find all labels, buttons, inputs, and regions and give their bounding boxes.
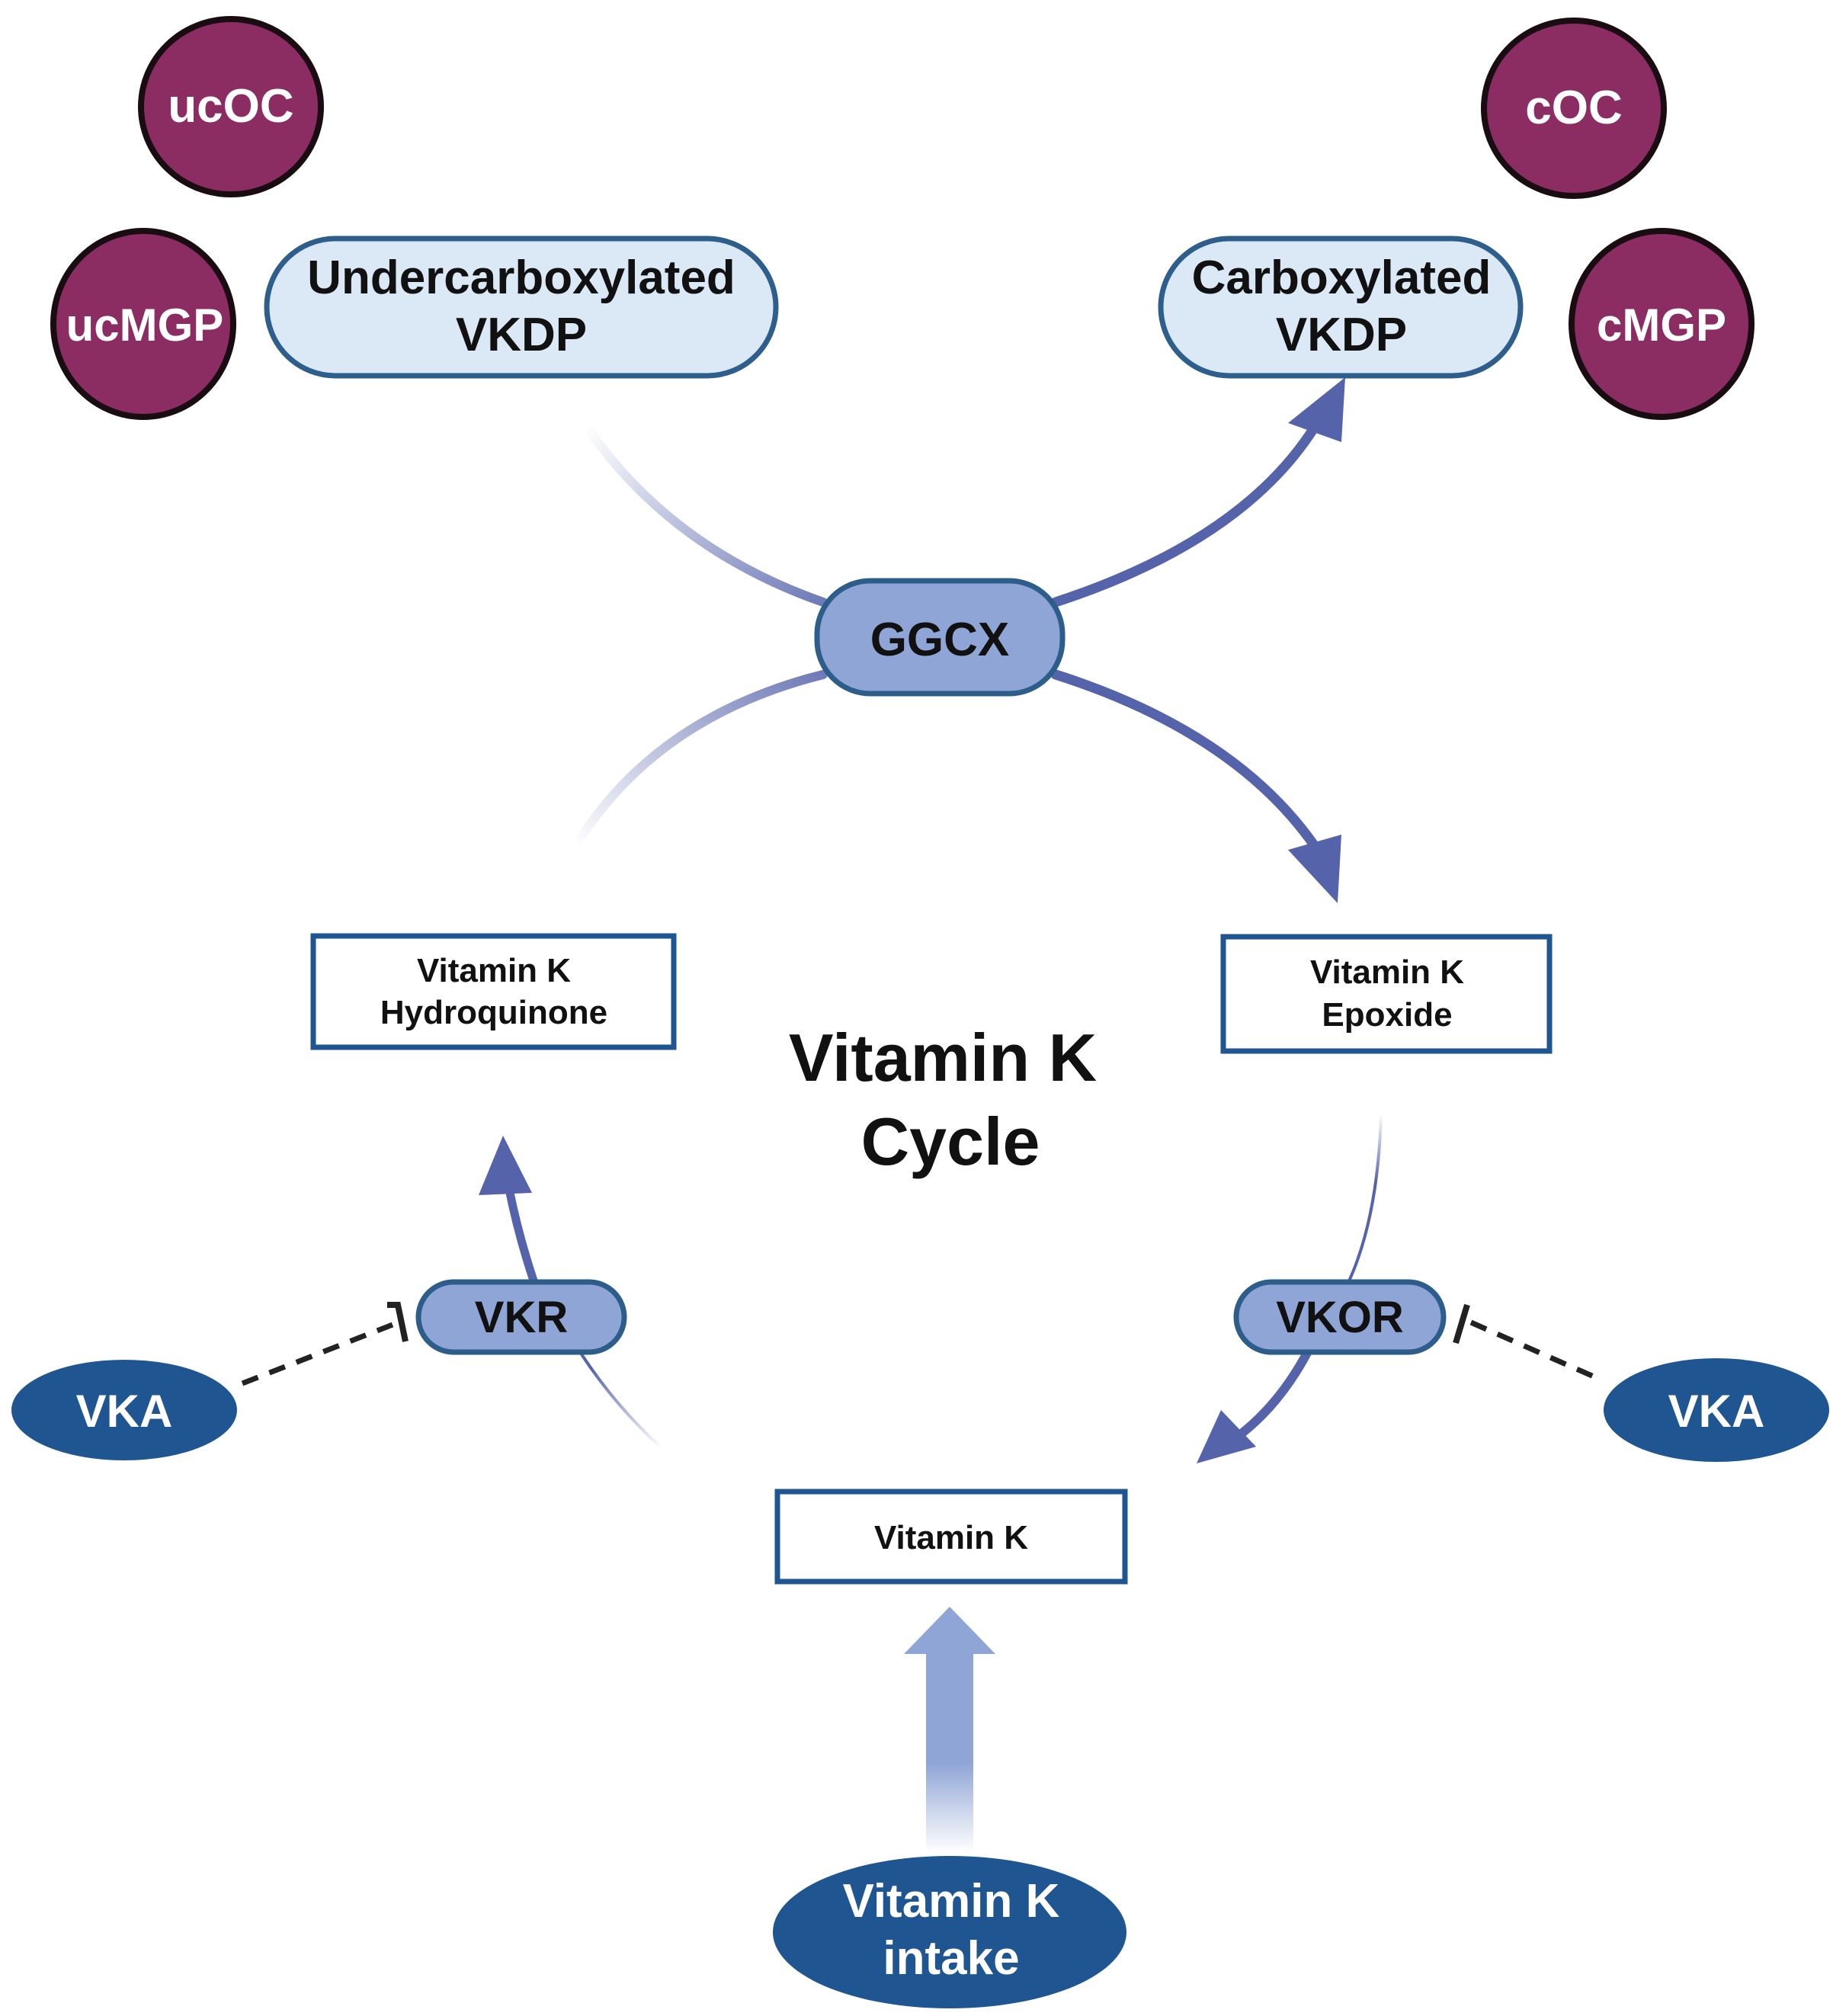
- inhibition-line-vka-right: [1469, 1319, 1602, 1383]
- vitamin-k-epoxide-box: Vitamin K Epoxide: [1220, 934, 1553, 1054]
- curve-hydroquinone-to-ggcx: [571, 670, 828, 851]
- cMGP-label: cMGP: [1597, 300, 1726, 351]
- arrowhead-vitamin-k: [1197, 1410, 1256, 1463]
- arrow-vkr-to-hydroquinone: [505, 1184, 538, 1285]
- arrowhead-carboxylated: [1288, 377, 1345, 442]
- ucOC-label: ucOC: [168, 80, 293, 133]
- vitamin-k-hydroquinone-box: Vitamin K Hydroquinone: [310, 933, 677, 1050]
- undercarboxylated-vkdp-label: VKDP: [456, 309, 587, 361]
- ucMGP-label: ucMGP: [66, 300, 224, 351]
- epoxide-line2: Epoxide: [1322, 996, 1452, 1034]
- vkor-label: VKOR: [1276, 1293, 1404, 1342]
- intake-line2: intake: [883, 1932, 1019, 1985]
- protein-ucOC: ucOC: [138, 16, 324, 197]
- enzyme-vkor: VKOR: [1233, 1279, 1447, 1355]
- vkr-label: VKR: [475, 1293, 568, 1342]
- protein-cOC: cOC: [1481, 18, 1667, 199]
- undercarboxylated-vkdp: Undercarboxylated VKDP: [264, 236, 779, 379]
- inhibition-line-vka-left: [241, 1322, 394, 1386]
- inhibition-bar-vkr: [387, 1302, 409, 1342]
- diagram-title-line2: Cycle: [861, 1104, 1040, 1179]
- vka-right: VKA: [1604, 1358, 1829, 1462]
- arrow-ggcx-to-carboxylated: [1050, 421, 1320, 607]
- vka-right-label: VKA: [1668, 1386, 1765, 1437]
- hydroquinone-line1: Vitamin K: [417, 952, 571, 989]
- diagram-title-line1: Vitamin K: [789, 1020, 1097, 1095]
- carboxylated-vkdp-label: VKDP: [1276, 309, 1407, 361]
- intake-line1: Vitamin K: [843, 1875, 1060, 1928]
- epoxide-line1: Vitamin K: [1310, 954, 1464, 991]
- protein-ucMGP: ucMGP: [50, 228, 236, 420]
- curve-under-to-ggcx: [582, 422, 828, 607]
- vitamin-k-box: Vitamin K: [774, 1489, 1128, 1585]
- undercarboxylated-label: Undercarboxylated: [307, 252, 735, 304]
- cOC-label: cOC: [1525, 82, 1622, 134]
- arrowhead-hydroquinone: [479, 1136, 532, 1195]
- arrowhead-epoxide: [1288, 835, 1341, 903]
- hydroquinone-line2: Hydroquinone: [380, 994, 607, 1031]
- arrow-ggcx-to-epoxide: [1050, 669, 1320, 851]
- enzyme-vkr: VKR: [415, 1279, 627, 1355]
- vitamin-k-intake: Vitamin K intake: [773, 1856, 1126, 2008]
- enzyme-ggcx: GGCX: [814, 578, 1066, 697]
- carboxylated-vkdp: Carboxylated VKDP: [1158, 236, 1524, 379]
- ggcx-label: GGCX: [870, 614, 1010, 666]
- intake-arrow: [904, 1607, 995, 1852]
- protein-cMGP: cMGP: [1569, 228, 1754, 420]
- vka-left-label: VKA: [76, 1386, 173, 1437]
- vka-left: VKA: [11, 1360, 237, 1460]
- arrow-vkor-to-vitamin-k: [1238, 1348, 1312, 1437]
- vitamin-k-label: Vitamin K: [874, 1519, 1028, 1556]
- curve-epoxide-to-vkor: [1346, 1114, 1383, 1285]
- inhibition-bar-vkor: [1453, 1303, 1470, 1345]
- carboxylated-label: Carboxylated: [1192, 252, 1492, 304]
